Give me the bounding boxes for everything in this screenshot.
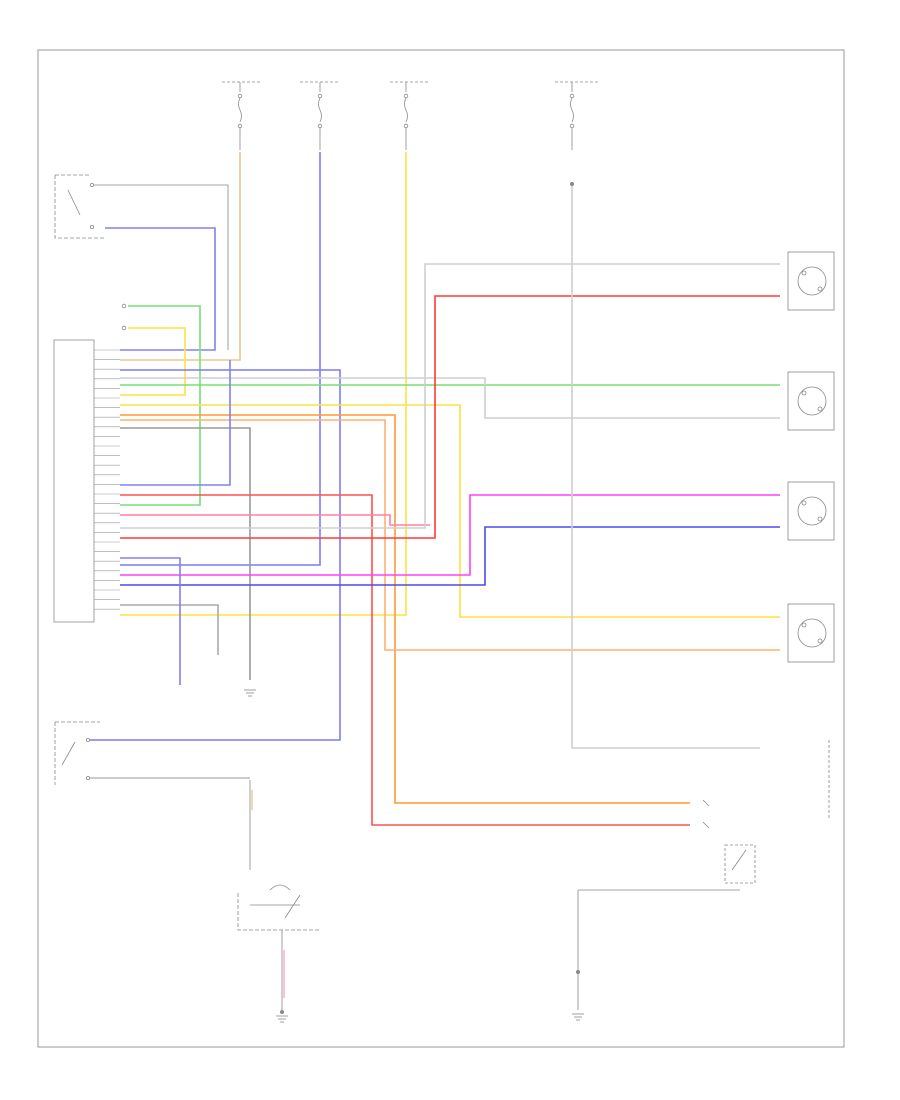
bottom-right-switch (576, 844, 756, 1010)
wire-gray-ground (120, 427, 251, 680)
wire-gray-fuse4 (571, 186, 760, 749)
wire-orange-bottom (120, 414, 690, 804)
ground-symbol-3 (244, 689, 256, 697)
wire-gray-right (120, 377, 780, 419)
wire-red-main (120, 295, 780, 539)
wire-magenta (120, 494, 780, 576)
wire-red-bottom (120, 494, 690, 826)
diagram-border (37, 49, 845, 1048)
wire-blue-switch (105, 227, 216, 351)
fuse-box-1 (222, 81, 262, 150)
wire-yellow-top (120, 327, 186, 396)
wire-blue-mid (120, 360, 231, 486)
bottom-connector-markers (702, 740, 830, 829)
wire-pink (120, 514, 430, 526)
wire-gray-lower (120, 604, 219, 655)
right-sensor-4 (787, 603, 835, 663)
fuse-box-3 (390, 81, 430, 150)
wire-orange-right (120, 419, 780, 651)
fuse-box-4 (555, 81, 600, 186)
ground-symbol-1 (276, 1015, 288, 1023)
wire-gray-top-right (120, 263, 780, 529)
wire-yellow-right (120, 404, 780, 618)
wire-yellow-fuse (120, 152, 407, 616)
fuse-box-2 (300, 81, 340, 150)
module-side-connector (121, 303, 127, 331)
control-module (53, 339, 120, 623)
wire-tan-fuse (120, 152, 241, 361)
ground-symbol-2 (572, 1013, 584, 1021)
right-sensor-3 (787, 481, 835, 541)
top-left-switch (54, 174, 229, 350)
wire-dark-blue (120, 526, 780, 586)
right-sensor-2 (787, 371, 835, 431)
right-sensor-1 (787, 251, 835, 311)
wire-harness (90, 152, 780, 826)
wire-blue-loop (90, 369, 341, 741)
wire-blue-lower (120, 557, 181, 685)
center-relay (237, 780, 320, 1015)
lower-left-switch (54, 721, 100, 785)
wire-blue-fuse (120, 152, 321, 566)
